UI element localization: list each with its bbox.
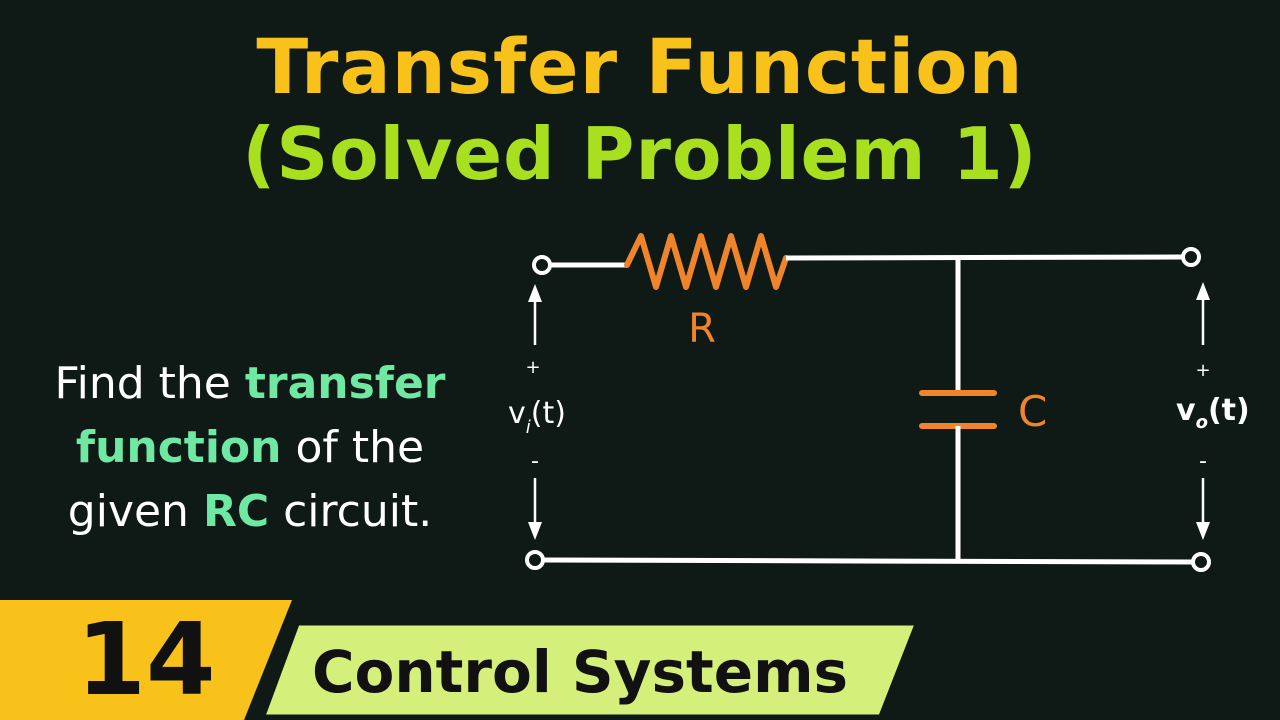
- terminal-output-bottom: [1191, 552, 1211, 572]
- wire-bottom: [542, 557, 1194, 565]
- terminal-input-top: [532, 255, 552, 275]
- problem-text-1: Find the: [54, 358, 245, 409]
- input-arrow-up-head: [528, 284, 542, 302]
- output-arrow-up-head: [1196, 282, 1210, 300]
- output-voltage-sub: o: [1196, 412, 1208, 433]
- series-title: Control Systems: [311, 638, 849, 706]
- output-plus-sign: +: [1195, 360, 1210, 381]
- terminal-input-bottom: [525, 550, 545, 570]
- wire-top-right: [785, 254, 1184, 261]
- input-voltage-v: v: [508, 396, 526, 431]
- output-voltage-label: vo(t): [1176, 393, 1250, 433]
- problem-statement: Find the transfer function of the given …: [40, 352, 460, 544]
- output-voltage-v: v: [1176, 393, 1196, 428]
- input-voltage-sub: i: [526, 417, 531, 438]
- episode-badge-shape: [0, 600, 292, 720]
- series-badge-background: [261, 622, 919, 718]
- problem-highlight-transfer-function: transfer function: [75, 358, 446, 473]
- output-arrow-down-head: [1196, 522, 1210, 540]
- problem-text-3: circuit.: [269, 486, 433, 537]
- terminal-output-top: [1181, 247, 1201, 267]
- capacitor-label: C: [1018, 387, 1047, 436]
- input-plus-sign: +: [525, 357, 540, 378]
- input-minus-sign: -: [531, 449, 539, 474]
- episode-badge-background: [0, 600, 292, 720]
- problem-highlight-rc: RC: [202, 486, 270, 537]
- resistor-label: R: [688, 306, 716, 352]
- resistor-symbol: [624, 233, 789, 290]
- output-voltage-arg: (t): [1208, 393, 1250, 428]
- input-arrow-down-head: [528, 522, 542, 540]
- title-line-1: Transfer Function: [256, 22, 1024, 111]
- title-line-2: (Solved Problem 1): [242, 112, 1038, 196]
- episode-number: 14: [76, 601, 216, 718]
- output-minus-sign: -: [1199, 449, 1207, 474]
- input-voltage-label: vi(t): [508, 396, 566, 438]
- series-badge-shape: [261, 622, 919, 718]
- problem-text-2: of the given: [67, 422, 425, 537]
- input-voltage-arg: (t): [531, 396, 566, 431]
